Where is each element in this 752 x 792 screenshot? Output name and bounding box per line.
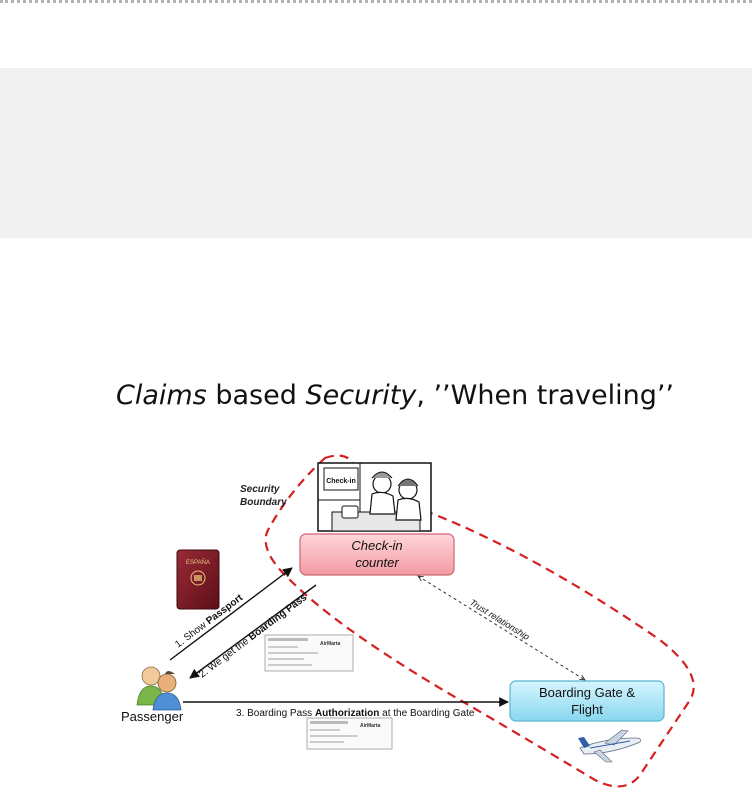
ticket-brand-bottom: AirMarta [360, 723, 381, 729]
airplane-icon [578, 729, 641, 763]
checkin-box-line2: counter [355, 555, 399, 570]
arrow3-label: 3. Boarding Pass Authorization at the Bo… [236, 708, 475, 719]
boarding-pass-ticket-top: AirMarta [264, 634, 354, 672]
passport-text: ESPAÑA [186, 559, 210, 566]
header-band [0, 68, 752, 238]
boarding-pass-ticket-bottom: AirMarta [306, 717, 393, 750]
boarding-gate-box: Boarding Gate & Flight [509, 680, 665, 722]
passenger-icon [136, 666, 182, 711]
gate-box-line1: Boarding Gate & [539, 685, 635, 700]
boundary-label-line2: Boundary [240, 497, 287, 508]
checkin-sign-text: Check-in [326, 478, 356, 485]
checkin-box-line1: Check-in [351, 538, 402, 553]
ticket-brand-top: AirMarta [320, 641, 341, 647]
checkin-counter-box: Check-in counter [299, 533, 455, 576]
diagram-title: Claims based Security, ’’When traveling’… [115, 380, 674, 411]
passport-icon: ESPAÑA [176, 549, 220, 610]
boundary-label-line1: Security [240, 484, 280, 495]
arrow-show-passport [169, 567, 293, 661]
trust-relationship-line [418, 576, 585, 680]
arrow-boarding-pass [189, 584, 317, 679]
top-dotted-rule [0, 0, 752, 6]
checkin-illustration: Check-in [317, 462, 432, 532]
passenger-label: Passenger [121, 709, 184, 724]
title-claims: Claims [115, 380, 207, 411]
trust-label: Trust relationship [468, 597, 531, 642]
title-security: Security [305, 380, 417, 411]
gate-box-line2: Flight [571, 702, 603, 717]
